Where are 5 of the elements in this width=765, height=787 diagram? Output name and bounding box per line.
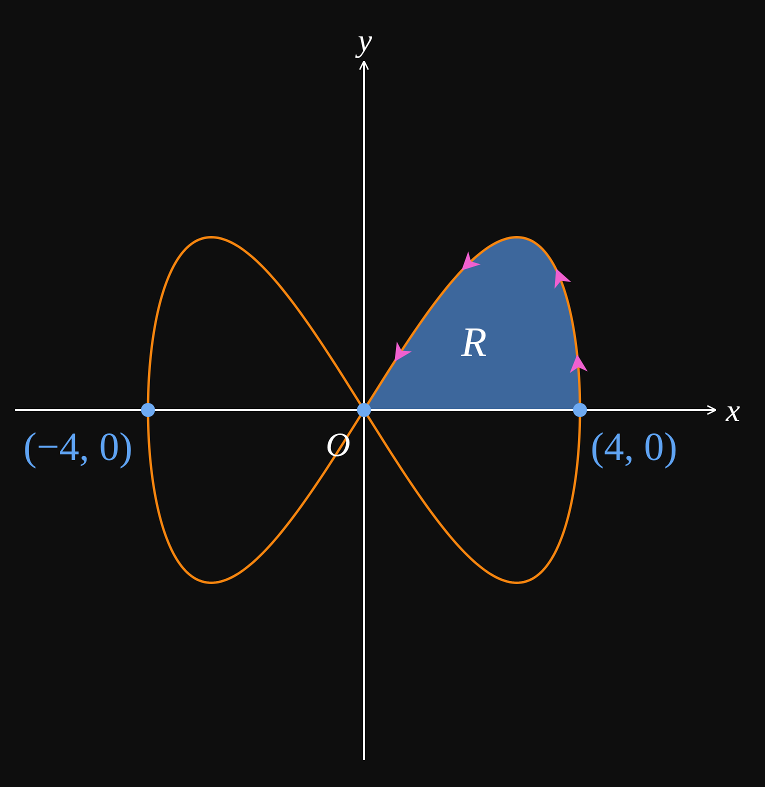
region-label: R xyxy=(461,322,487,364)
coordinate-label: (−4, 0) xyxy=(23,427,133,467)
coordinate-label: (4, 0) xyxy=(590,427,678,467)
axis-label: y xyxy=(358,24,372,56)
axis-label: x xyxy=(726,394,740,426)
